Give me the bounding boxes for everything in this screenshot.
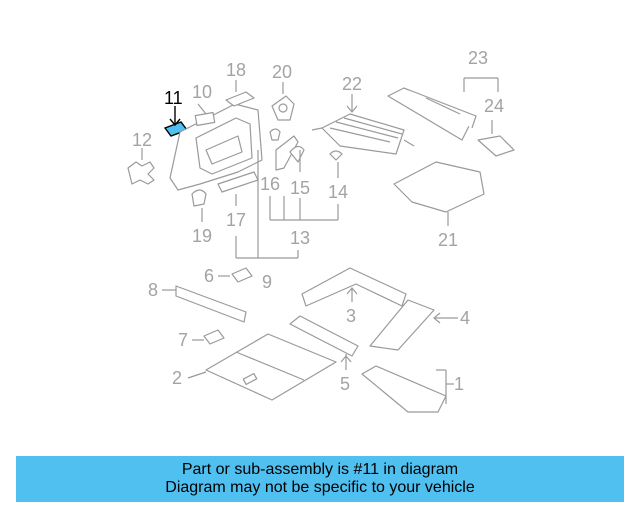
callout-11: 11 bbox=[164, 88, 183, 108]
part-15-16 bbox=[275, 135, 305, 172]
group-bracket-13 bbox=[269, 196, 339, 221]
info-banner: Part or sub-assembly is #11 in diagram D… bbox=[16, 456, 624, 502]
callout-20: 20 bbox=[272, 62, 292, 82]
callout-7: 7 bbox=[178, 330, 188, 350]
banner-line-2: Diagram may not be specific to your vehi… bbox=[165, 479, 475, 496]
callout-16: 16 bbox=[260, 174, 280, 194]
part-23-tonneau-cover bbox=[387, 77, 515, 157]
group-bracket-9 bbox=[235, 150, 299, 259]
callout-8: 8 bbox=[148, 280, 158, 300]
callout-9: 9 bbox=[262, 272, 272, 292]
part-4-sill bbox=[369, 299, 458, 351]
callout-6: 6 bbox=[204, 266, 214, 286]
callout-5: 5 bbox=[340, 374, 350, 394]
callout-4: 4 bbox=[460, 308, 470, 328]
part-8-rail bbox=[162, 285, 247, 323]
callout-22: 22 bbox=[342, 74, 362, 94]
part-19 bbox=[191, 189, 207, 222]
part-20-bracket bbox=[269, 82, 295, 141]
part-18 bbox=[225, 80, 255, 107]
callout-19: 19 bbox=[192, 226, 212, 246]
callout-15: 15 bbox=[290, 178, 310, 198]
part-1-bumper-trim bbox=[361, 365, 454, 413]
part-3-trim bbox=[301, 267, 407, 307]
callout-12: 12 bbox=[132, 130, 152, 150]
part-17-panel bbox=[217, 171, 259, 206]
part-22-cargo-net bbox=[311, 94, 415, 155]
callout-10: 10 bbox=[192, 82, 212, 102]
callout-24: 24 bbox=[484, 96, 504, 116]
parts-diagram: 1 2 3 4 5 6 7 8 9 10 11 12 13 14 15 16 1… bbox=[127, 48, 515, 413]
part-2-floor-board bbox=[187, 333, 337, 401]
part-12-clip bbox=[127, 148, 155, 185]
callout-18: 18 bbox=[226, 60, 246, 80]
callout-3: 3 bbox=[346, 306, 356, 326]
part-7 bbox=[192, 329, 225, 345]
callout-13: 13 bbox=[290, 228, 310, 248]
part-21-cargo-mat bbox=[393, 161, 485, 226]
callout-23: 23 bbox=[468, 48, 488, 68]
callout-17: 17 bbox=[226, 210, 246, 230]
part-9-side-trim bbox=[169, 103, 263, 191]
callout-2: 2 bbox=[172, 368, 182, 388]
part-14-clip bbox=[329, 150, 343, 178]
callout-1: 1 bbox=[454, 374, 464, 394]
banner-line-1: Part or sub-assembly is #11 in diagram bbox=[181, 461, 459, 478]
part-5-trim bbox=[289, 315, 359, 370]
callout-21: 21 bbox=[438, 230, 458, 250]
callout-14: 14 bbox=[328, 182, 348, 202]
part-6 bbox=[218, 267, 253, 283]
